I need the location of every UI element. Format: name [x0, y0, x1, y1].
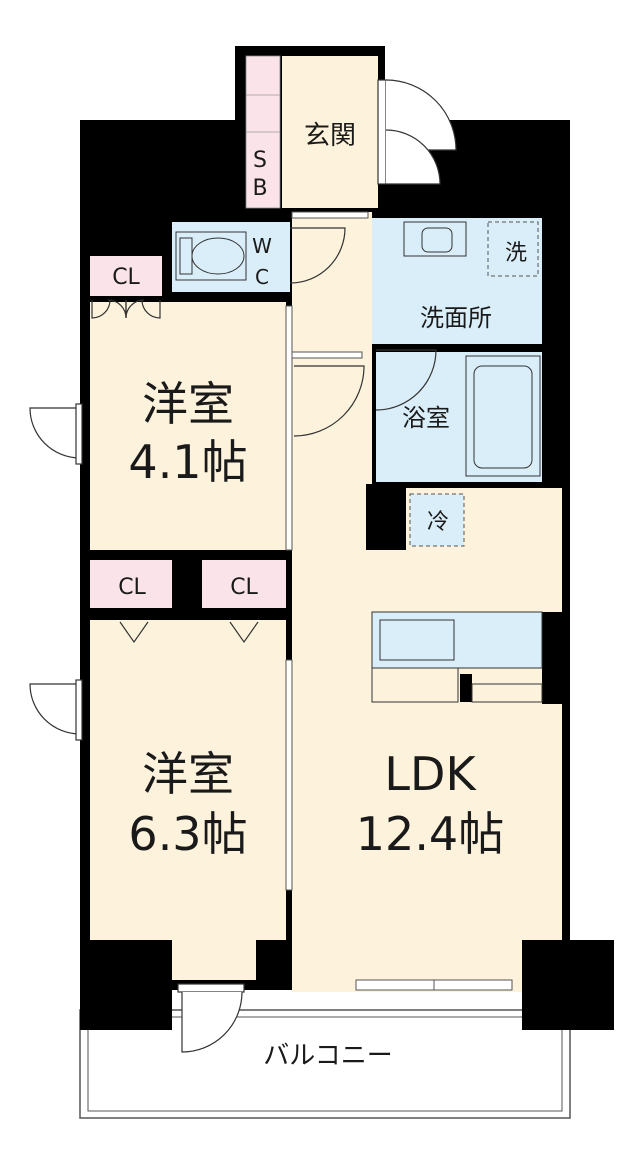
closet-mid-right-label: CL — [230, 575, 258, 600]
ldk-size: 12.4帖 — [356, 807, 504, 861]
sliding-partitions — [285, 211, 513, 991]
fixtures — [175, 221, 543, 703]
bedroom-large-size: 6.3帖 — [128, 807, 247, 861]
ldk-name: LDK — [384, 747, 477, 801]
shoe-box-label-b: B — [252, 176, 267, 201]
room-labels: 玄関 S B W C 洗 洗面所 浴室 冷 CL CL CL 洋室 4.1帖 洋… — [112, 121, 527, 1071]
closet-mid-right-floor — [202, 560, 286, 608]
interior-walls — [80, 484, 614, 1030]
entrance-label: 玄関 — [304, 121, 356, 151]
fridge-label: 冷 — [427, 510, 449, 535]
bedroom-large-floor — [90, 620, 286, 940]
shoe-box-label-s: S — [253, 148, 267, 173]
balcony-label: バルコニー — [263, 1041, 392, 1071]
hallway-floor — [292, 212, 372, 992]
closet-mid-left-label: CL — [118, 575, 146, 600]
toilet-label-w: W — [252, 234, 272, 258]
toilet-label-c: C — [255, 265, 269, 289]
washroom-label: 洗面所 — [420, 304, 492, 332]
closet-top-floor — [90, 256, 162, 296]
bedroom-large-name: 洋室 — [142, 747, 234, 801]
bedroom-small-name: 洋室 — [142, 377, 234, 431]
washer-label: 洗 — [505, 241, 527, 266]
doors — [29, 79, 457, 1053]
entrance-floor — [282, 56, 378, 208]
closet-top-label: CL — [112, 265, 140, 290]
bedroom-small-floor — [90, 302, 286, 550]
bedroom-small-size: 4.1帖 — [128, 435, 247, 489]
bathroom-label: 浴室 — [402, 404, 450, 432]
closet-mid-left-floor — [90, 560, 172, 608]
